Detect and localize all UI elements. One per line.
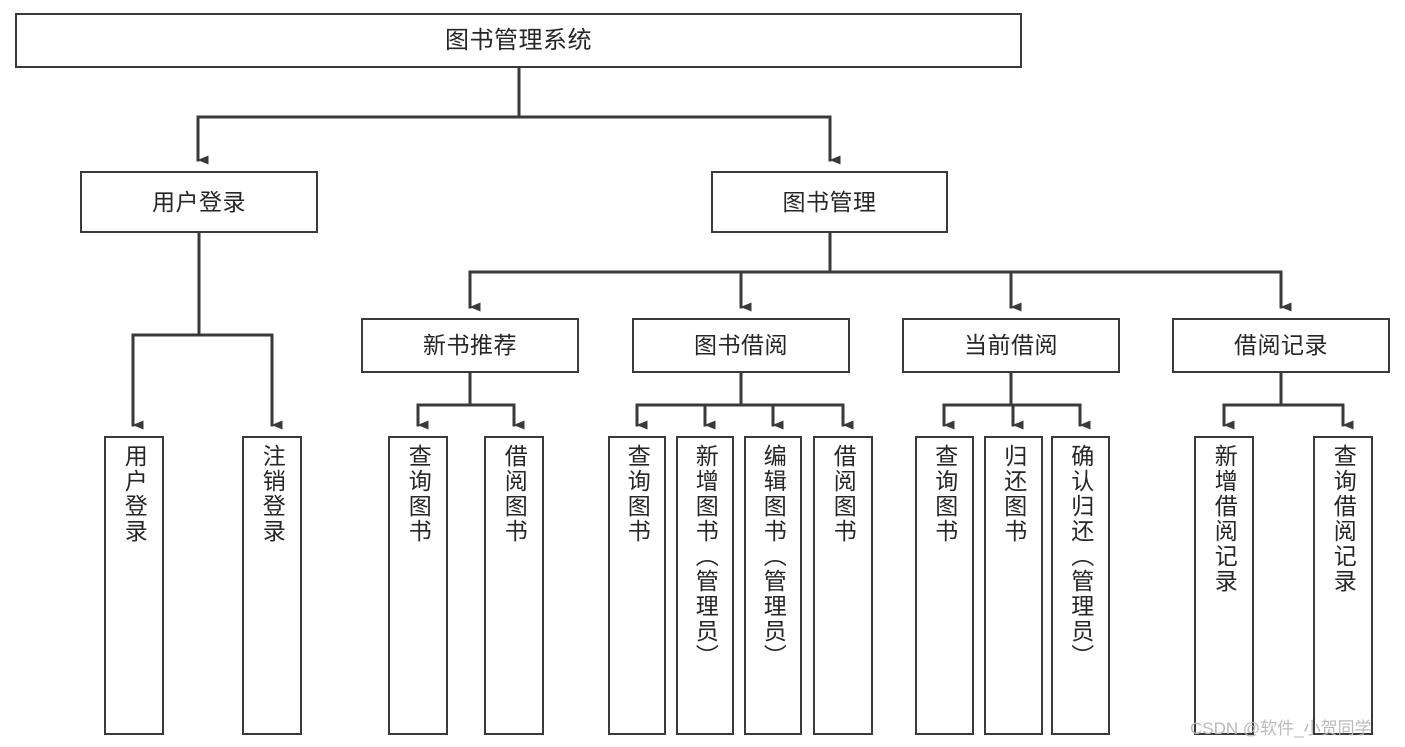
node-label: 借阅记录 — [1234, 332, 1328, 359]
node-label: 查询图书 — [624, 444, 651, 544]
node-label: 当前借阅 — [964, 332, 1058, 359]
node-book-borrow[interactable]: 图书借阅 — [632, 318, 850, 373]
node-label: 新书推荐 — [423, 332, 517, 359]
node-book-management[interactable]: 图书管理 — [711, 171, 948, 233]
node-label: 图书管理 — [782, 188, 877, 215]
leaf-add-book-admin[interactable]: 新增图书（管理员） — [676, 436, 734, 735]
node-label: 新增借阅记录 — [1211, 444, 1238, 594]
leaf-add-borrow-record[interactable]: 新增借阅记录 — [1194, 436, 1254, 735]
leaf-user-login[interactable]: 用户登录 — [104, 436, 164, 735]
node-label: 确认归还（管理员） — [1067, 444, 1094, 669]
node-label: 新增图书（管理员） — [692, 444, 719, 669]
node-label: 图书借阅 — [694, 332, 788, 359]
node-label: 编辑图书（管理员） — [760, 444, 787, 669]
node-label: 查询图书 — [931, 444, 958, 544]
node-label: 注销登录 — [259, 444, 286, 544]
leaf-query-borrow-record[interactable]: 查询借阅记录 — [1313, 436, 1373, 735]
leaf-edit-book-admin[interactable]: 编辑图书（管理员） — [744, 436, 802, 735]
node-label: 借阅图书 — [830, 444, 857, 544]
leaf-query-book-new[interactable]: 查询图书 — [388, 436, 448, 735]
node-label: 查询借阅记录 — [1330, 444, 1357, 594]
leaf-query-book-current[interactable]: 查询图书 — [915, 436, 974, 735]
node-label: 用户登录 — [152, 188, 246, 215]
node-label: 图书管理系统 — [445, 26, 592, 54]
node-borrow-records[interactable]: 借阅记录 — [1172, 318, 1390, 373]
leaf-borrow-book-new[interactable]: 借阅图书 — [484, 436, 544, 735]
node-label: 归还图书 — [1000, 444, 1027, 544]
node-label: 用户登录 — [121, 444, 148, 544]
leaf-return-book[interactable]: 归还图书 — [984, 436, 1043, 735]
node-label: 查询图书 — [405, 444, 432, 544]
node-label: 借阅图书 — [501, 444, 528, 544]
node-user-login[interactable]: 用户登录 — [80, 171, 318, 233]
leaf-query-book-borrow[interactable]: 查询图书 — [608, 436, 666, 735]
leaf-borrow-book[interactable]: 借阅图书 — [813, 436, 873, 735]
node-root-system[interactable]: 图书管理系统 — [15, 13, 1022, 68]
leaf-logout[interactable]: 注销登录 — [242, 436, 302, 735]
node-new-book-recommend[interactable]: 新书推荐 — [361, 318, 579, 373]
leaf-confirm-return-admin[interactable]: 确认归还（管理员） — [1051, 436, 1110, 735]
node-current-borrow[interactable]: 当前借阅 — [902, 318, 1120, 373]
